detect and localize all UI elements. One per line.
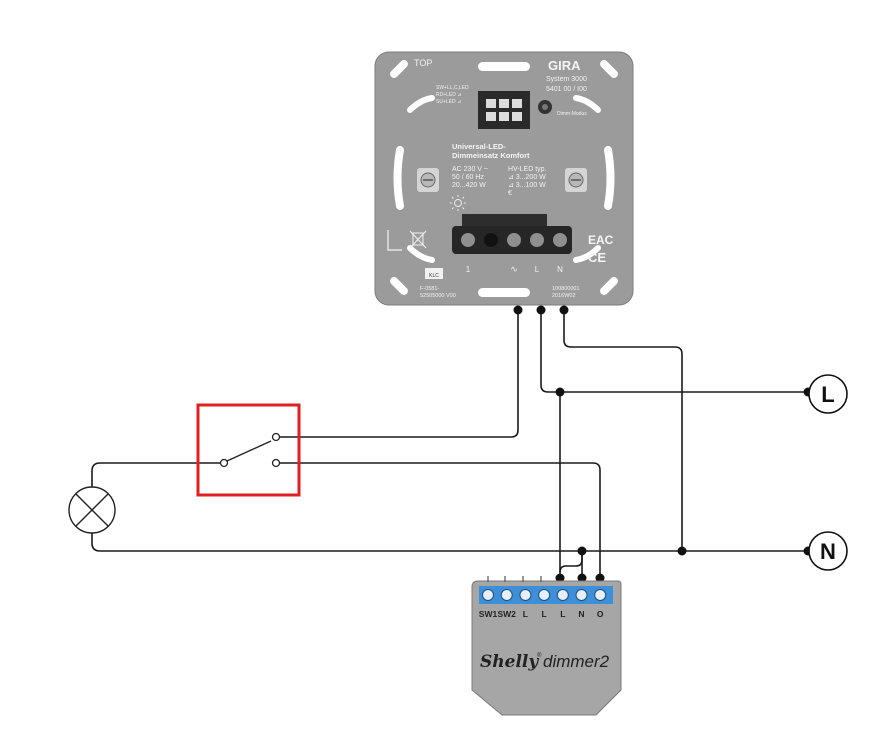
wire-switch-to-lamp [91,462,224,487]
gira-top-label: TOP [414,58,432,68]
gira-bottom-right: 100800001 [552,286,580,292]
shelly-model: dimmer2 [543,652,610,671]
terminal-neutral-label: N [820,539,836,564]
gira-mode-line: SW+LL,C,LED [436,85,469,91]
shelly-terminal-screw [482,589,494,601]
switch-highlight-box [196,403,301,497]
ce-mark: CE [588,250,606,265]
wire-dimmer-l-to-bus [540,310,560,393]
switch-lever [226,440,272,462]
gira-part-no: 5401 00 / I00 [546,86,587,93]
shelly-housing [471,580,622,716]
junction-dot [555,387,565,397]
gira-bottom-left: F-0581- [420,286,439,292]
wire-strip-gauge-icon [387,230,402,251]
gira-terminal-label: 1 [466,265,471,274]
junction-dot [677,546,687,556]
cert-box-label: KLC [429,273,439,279]
terminal-neutral: N [808,531,848,571]
gira-spec-left: 20...420 W [452,182,486,189]
eac-mark: EAC [588,233,614,247]
junction-dot [559,305,569,315]
shelly-terminal-screw [519,589,532,601]
junction-dot [536,305,546,315]
junction-dot [555,573,565,583]
terminal-line-label: L [821,382,834,407]
shelly-terminal-screw [538,589,551,601]
gira-dimmer-insert: TOP GIRA System 3000 5401 00 / I00 SW+LL… [374,51,634,306]
gira-terminal-label: ∿ [510,264,518,274]
shelly-pin-label: L [541,609,546,619]
junction-dot [513,305,523,315]
shelly-terminal-screw [594,589,607,601]
gira-terminal-label: L [535,265,540,274]
wire-dimmer-to-switch [276,310,519,438]
weee-bin-icon [409,230,427,249]
shelly-brand: Shelly [480,652,539,672]
shelly-pin-label: L [560,609,565,619]
shelly-pin-label: L [523,609,528,619]
registered-mark: ® [537,652,542,659]
gira-title-line: Dimmeinsatz Komfort [452,151,530,160]
gira-mode-line: RD+LED ⊿ [436,92,461,98]
gira-brand: GIRA [548,58,581,73]
gira-terminal-label: N [557,265,563,274]
shelly-pin-label: O [597,609,604,619]
shelly-terminal-screw [556,589,569,601]
extension-connector [478,91,530,129]
switch-contact-bottom [271,458,281,468]
switch-contact-top [271,432,281,442]
gira-spec-left: AC 230 V ~ [452,166,488,173]
shelly-pin-label: SW2 [497,609,516,619]
shelly-pin-label: SW1 [479,609,498,619]
wire-lamp-to-neutral [91,533,808,552]
dimmer-sun-icon [450,195,466,211]
gira-side-text: Dimm-Modus [557,111,587,117]
junction-dot [577,573,587,583]
gira-spec-right: ⊿ 3...200 W [508,174,546,181]
gira-title-line: Universal-LED- [452,142,506,151]
switch [196,403,301,497]
wires [91,310,808,578]
terminal-line: L [808,374,848,414]
wire-dimmer-n [563,310,683,551]
switch-pivot [219,458,229,468]
gira-system: System 3000 [546,76,587,83]
cert-box [425,268,443,279]
shelly-terminal-screw [500,589,513,601]
lamp-icon [68,486,116,534]
gira-spec-left: 50 / 60 Hz [452,174,484,181]
gira-bottom-right: 2016W02 [552,293,576,299]
gira-spec-right: HV-LED typ. [508,166,547,173]
junction-dot [577,546,587,556]
shelly-terminal-screw [575,589,588,601]
gira-mode-line: SU+LED ⊿ [436,99,461,105]
gira-spec-right: € [508,190,512,197]
wire-switch-to-shelly-o [276,462,601,578]
gira-bottom-left: 52505000 V00 [420,293,456,299]
junction-dot [595,573,605,583]
shelly-pin-label: N [578,609,584,619]
wire-neutral-to-shelly [559,551,583,573]
gira-spec-right: ⊿ 3...100 W [508,182,546,189]
